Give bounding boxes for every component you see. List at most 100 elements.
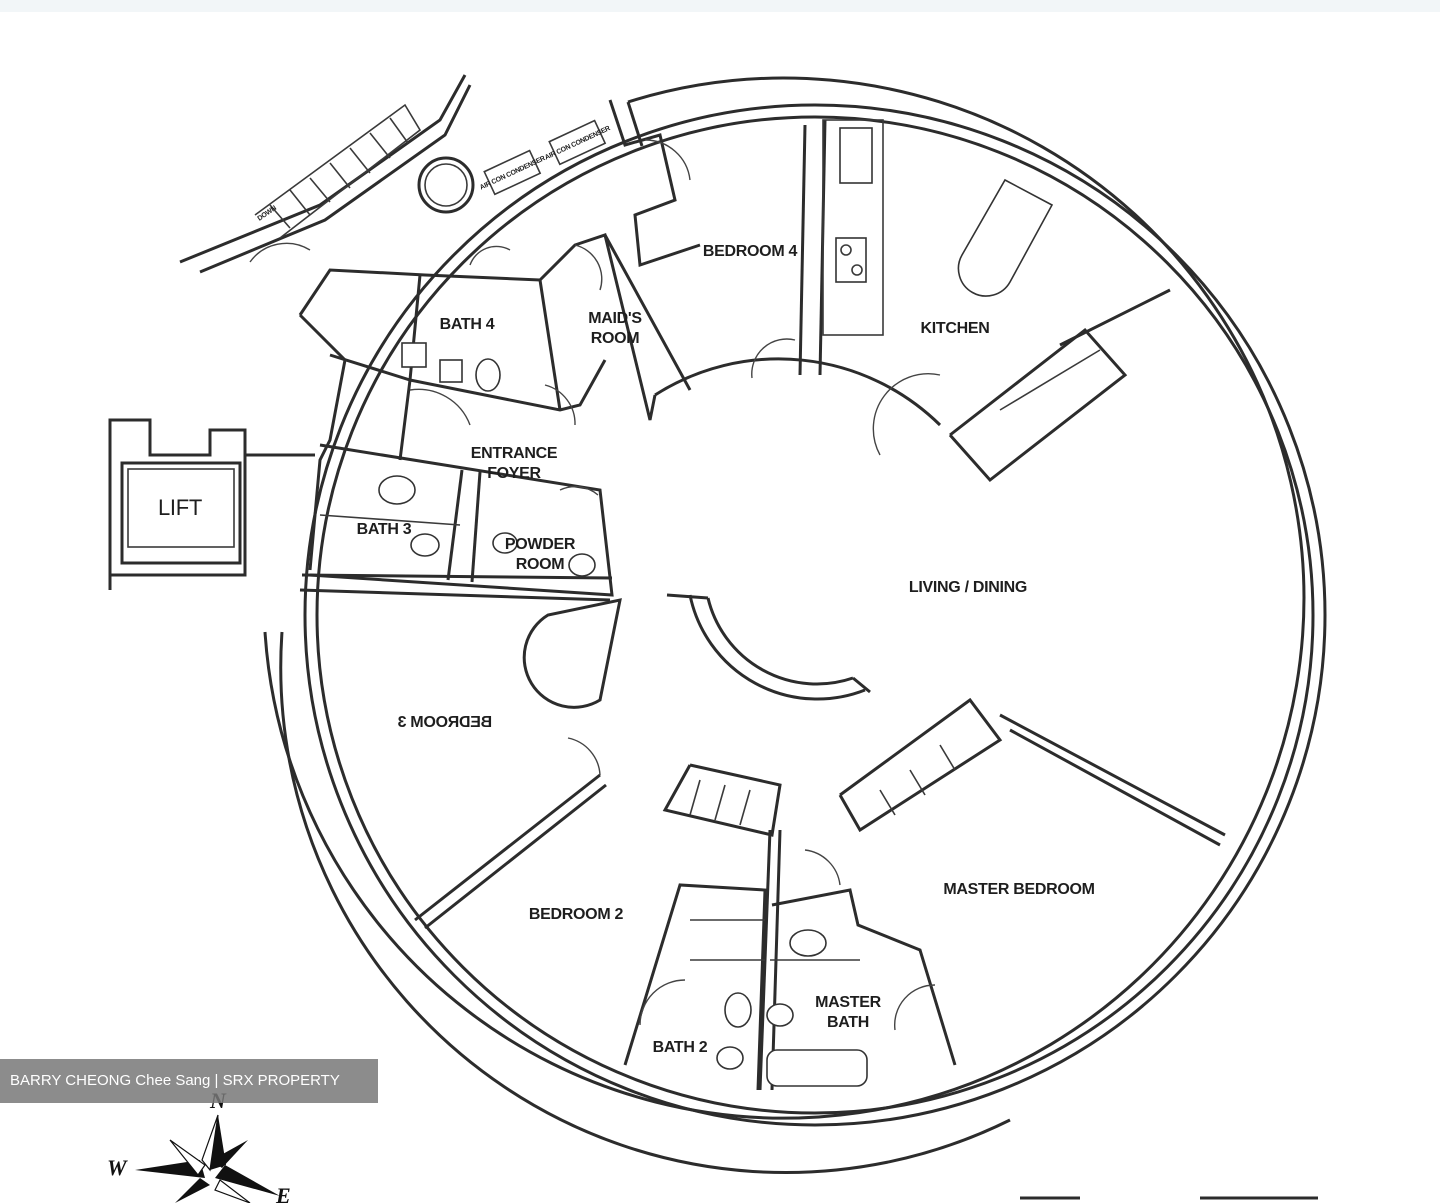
wardrobe-line [879, 789, 896, 816]
outer-ring-wall-inner [315, 115, 1315, 1115]
master-toilet [766, 1003, 794, 1027]
wall-living-master [999, 713, 1226, 837]
outer-arc-balcony-inner [279, 631, 1011, 1174]
bath4-maid-wall [298, 233, 657, 421]
compass-east: E [275, 1183, 291, 1203]
service-corridor [608, 99, 701, 268]
aircon-unit-1 [483, 149, 542, 196]
lift-car-inner [127, 468, 235, 548]
outer-walls [263, 76, 1327, 1174]
room-labels: BEDROOM 4 KITCHEN BATH 4 MAID'S ROOM ENT… [158, 243, 1095, 1056]
maid-right [603, 234, 692, 391]
lift-car [120, 461, 242, 565]
bath3-basin [378, 475, 416, 505]
label-bath-3: BATH 3 [357, 521, 412, 538]
powder-basin [568, 553, 596, 577]
kitchen-counter [822, 119, 884, 336]
wall-bed3-bed2-2 [424, 783, 607, 930]
wall-seg [626, 101, 644, 147]
bath4-door [544, 384, 576, 426]
foyer-left [298, 313, 347, 571]
wardrobe-bed2 [662, 763, 782, 837]
wardrobe-bed3 [522, 598, 622, 709]
label-powder-room-1: POWDER [505, 536, 576, 553]
bath4-sink [401, 342, 427, 368]
label-powder-room-2: ROOM [516, 556, 565, 573]
tread [349, 147, 371, 174]
tread [309, 177, 331, 203]
compass-arrow-se [214, 1179, 251, 1203]
label-master-bedroom: MASTER BEDROOM [943, 881, 1094, 898]
kitchen-hob [835, 237, 867, 283]
service-door [644, 139, 691, 181]
bath2-outline [623, 883, 767, 1091]
compass-west: W [107, 1155, 128, 1180]
label-master-bath-1: MASTER [815, 994, 882, 1011]
bath3-powder-outline [309, 443, 614, 597]
label-master-bath-2: BATH [827, 1014, 869, 1031]
stair-label: DOWN [257, 205, 278, 223]
bath4-toilet [475, 358, 501, 392]
kitchen-fixtures [822, 119, 1128, 483]
kitchen-door [872, 373, 941, 456]
stair-ramp: AIR CON CONDENSER AIR CON CONDENSER DOWN [179, 74, 612, 274]
tread [289, 189, 311, 216]
kitchen-cabinet [948, 327, 1128, 483]
outer-arc-balcony [263, 76, 1306, 1120]
kitchen-sink [839, 127, 873, 184]
wardrobe-line [939, 744, 956, 771]
bath3-powder-split-2 [470, 471, 482, 583]
core-arc-inner [706, 597, 854, 686]
tread [389, 117, 409, 144]
label-bedroom-4: BEDROOM 4 [703, 243, 798, 260]
wardrobe-line [689, 779, 701, 816]
cabinet-line [999, 349, 1101, 411]
wall-bed3-top [299, 588, 611, 602]
bath3-divider [319, 514, 461, 526]
label-bath-4: BATH 4 [440, 316, 495, 333]
service-zone [298, 99, 701, 571]
label-entrance-foyer-1: ENTRANCE [471, 445, 558, 462]
wardrobe-line [909, 769, 926, 796]
bath2-basin [724, 992, 752, 1028]
maid-door [574, 244, 603, 291]
master-bath-outline [771, 888, 957, 1066]
wardrobe-line [739, 789, 751, 826]
bath4-right [538, 279, 562, 411]
core-arc-outer [688, 594, 866, 701]
hob-ring [840, 244, 852, 256]
label-bath-2: BATH 2 [653, 1039, 708, 1056]
master-door [804, 849, 841, 886]
label-maids-room-1: MAID'S [588, 310, 642, 327]
lift-core [108, 418, 315, 590]
label-bedroom-2: BEDROOM 2 [529, 906, 624, 923]
stair-door [249, 242, 311, 263]
bath2-toilet [716, 1046, 744, 1070]
wall-bed3-bed2 [414, 773, 601, 922]
label-bedroom-3-mirrored: BEDROOM 3 [398, 714, 493, 731]
round-column-inner [424, 163, 468, 207]
core-cap-2 [852, 676, 871, 694]
lift-shaft [108, 418, 247, 590]
compass-arrow-sw [175, 1178, 210, 1203]
watermark: BARRY CHEONG Chee Sang | SRX PROPERTY [0, 1059, 378, 1103]
powder-door [559, 485, 599, 496]
inner-core [654, 357, 942, 701]
foyer-bath4-sep [398, 379, 412, 461]
outer-ring-wall [303, 103, 1327, 1127]
compass-rose: N W E [107, 1088, 291, 1203]
stair-flight [254, 103, 422, 239]
compass-arrow-w [135, 1160, 205, 1178]
round-column [417, 156, 475, 214]
bath2-door [639, 979, 686, 1026]
tread [329, 162, 351, 189]
top-strip [0, 0, 1440, 12]
wardrobe-line [714, 784, 726, 821]
kitchen-island [957, 178, 1054, 297]
master-bathtub [766, 1049, 868, 1087]
foyer-door [409, 388, 471, 426]
stair-outer [179, 74, 467, 264]
bath4-basin [439, 359, 463, 383]
compass-arrow-e [215, 1165, 280, 1196]
